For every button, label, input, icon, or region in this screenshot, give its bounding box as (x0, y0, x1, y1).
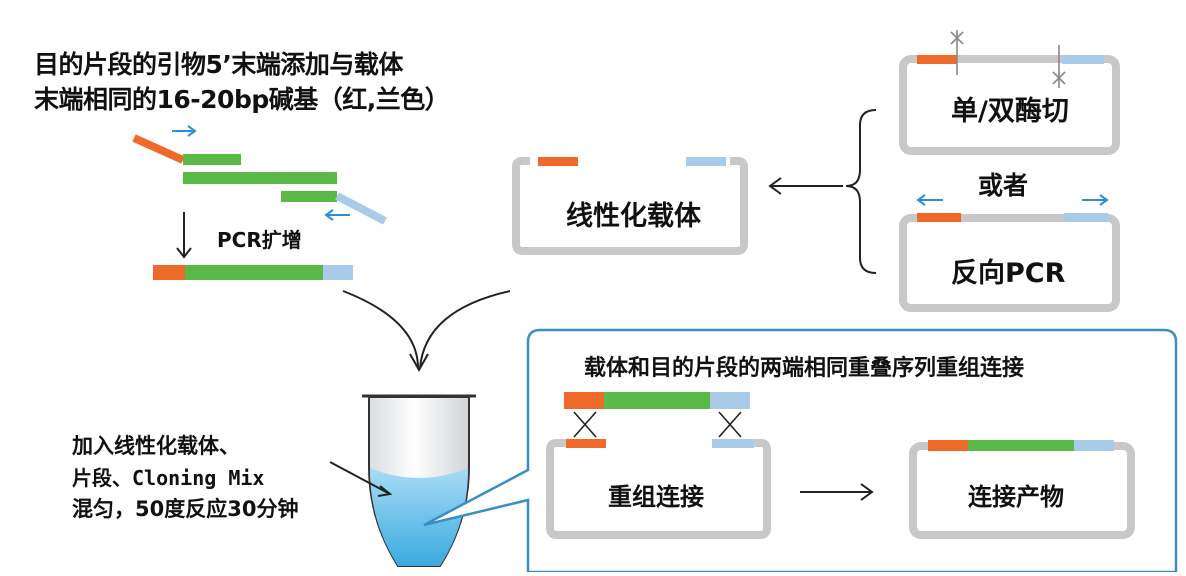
mix-note-line1: 加入线性化载体、 (72, 434, 240, 458)
recombination-vector (546, 439, 771, 539)
product-red-end (153, 265, 185, 280)
recombination-callout (423, 328, 1178, 574)
pcr-down-arrow (176, 212, 192, 259)
tube-liquid (370, 468, 468, 566)
reverse-primer (281, 191, 337, 202)
to-linear-vector-arrow (768, 177, 843, 195)
mix-note-pointer (329, 461, 393, 497)
to-product-arrow (800, 483, 874, 501)
product-label: 连接产物 (968, 483, 1064, 511)
primer-note-line1: 目的片段的引物5’末端添加与载体 (34, 50, 403, 79)
pcr-product (153, 265, 353, 280)
forward-primer (183, 154, 241, 165)
forward-primer-red-tail (132, 134, 185, 164)
inverse-primer-right-arrow (1082, 194, 1109, 206)
enzyme-digest-label: 单/双酶切 (951, 96, 1069, 127)
digest-red-end (917, 55, 957, 64)
linear-vector-blue-end (686, 157, 726, 166)
mix-note-line3: 混匀，50度反应30分钟 (72, 497, 299, 521)
reverse-primer-arrow (324, 209, 350, 221)
inverse-pcr-label: 反向PCR (951, 258, 1066, 289)
recombination-label: 重组连接 (608, 483, 704, 511)
scissors-icon (950, 30, 1066, 88)
linear-vector-label: 线性化载体 (566, 201, 701, 232)
primer-note-line2: 末端相同的16-20bp碱基（红,兰色） (34, 85, 450, 114)
product-blue-end (323, 265, 353, 280)
recombination-insert (564, 392, 750, 409)
reaction-tube (362, 394, 476, 567)
digest-blue-end (1062, 55, 1104, 64)
recombination-title: 载体和目的片段的两端相同重叠序列重组连接 (584, 356, 1025, 381)
inverse-pcr-red-end (917, 213, 961, 222)
linear-vector-red-end (538, 157, 578, 166)
linear-vector (512, 157, 748, 255)
converging-arrows (342, 290, 511, 373)
inverse-pcr-blue-end (1064, 213, 1108, 222)
inverse-primer-left-arrow (916, 194, 943, 206)
reverse-primer-blue-tail (335, 192, 387, 225)
mix-note-line2: 片段、Cloning Mix (72, 466, 265, 490)
template-fragment (183, 172, 337, 184)
product-insert (185, 265, 323, 280)
product-vector (909, 440, 1135, 539)
option-brace (845, 109, 877, 274)
pcr-label: PCR扩增 (217, 228, 302, 252)
enzyme-digest-vector (899, 30, 1120, 155)
or-label: 或者 (978, 171, 1029, 200)
pcr-primers-group (132, 125, 387, 225)
forward-primer-arrow (172, 125, 197, 137)
crossover-marks (573, 411, 742, 438)
inverse-pcr-vector (899, 194, 1120, 312)
